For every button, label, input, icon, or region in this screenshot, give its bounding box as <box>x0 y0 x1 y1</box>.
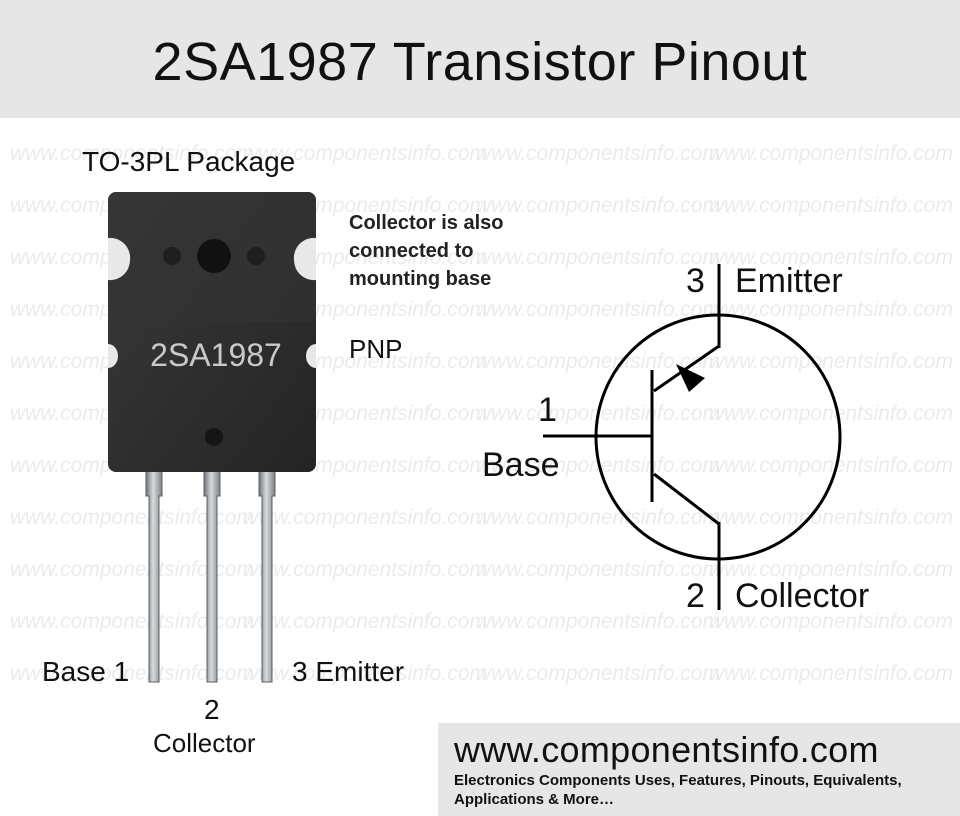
footer-url[interactable]: www.componentsinfo.com <box>454 729 879 770</box>
footer-banner: www.componentsinfo.com Electronics Compo… <box>438 723 960 816</box>
page-title: 2SA1987 Transistor Pinout <box>152 32 808 92</box>
footer-tagline: Electronics Components Uses, Features, P… <box>454 772 902 808</box>
symbol-emitter-number: 3 <box>686 262 705 300</box>
symbol-collector-name: Collector <box>735 577 869 615</box>
title-banner: 2SA1987 Transistor Pinout <box>0 0 960 118</box>
pin-label-emitter: 3 Emitter <box>292 656 405 687</box>
collector-diagonal <box>653 472 720 526</box>
package-note-line: Collector is also <box>349 212 504 234</box>
transistor-package: 2SA1987 <box>108 192 316 472</box>
transistor-type: PNP <box>349 334 403 364</box>
pin-label-collector-name: Collector <box>153 728 256 758</box>
emitter-arrow <box>676 364 705 392</box>
package-note-line: mounting base <box>349 268 492 290</box>
mounting-hole <box>197 239 231 273</box>
package-marking: 2SA1987 <box>150 337 282 373</box>
lead-emitter <box>258 469 276 683</box>
pin-label-collector-number: 2 <box>204 694 220 725</box>
pin-label-base: Base 1 <box>42 656 130 687</box>
package-note-line: connected to <box>349 240 474 262</box>
emitter-diagonal <box>653 344 720 393</box>
lead-base <box>145 469 163 683</box>
symbol-base-name: Base <box>482 446 560 484</box>
package-title: TO-3PL Package <box>82 146 296 177</box>
symbol-emitter-name: Emitter <box>735 262 843 300</box>
symbol-collector-number: 2 <box>686 577 705 615</box>
package-leads <box>145 469 276 683</box>
symbol-base-number: 1 <box>538 391 557 429</box>
lead-collector <box>203 469 221 683</box>
pnp-symbol <box>543 264 842 610</box>
